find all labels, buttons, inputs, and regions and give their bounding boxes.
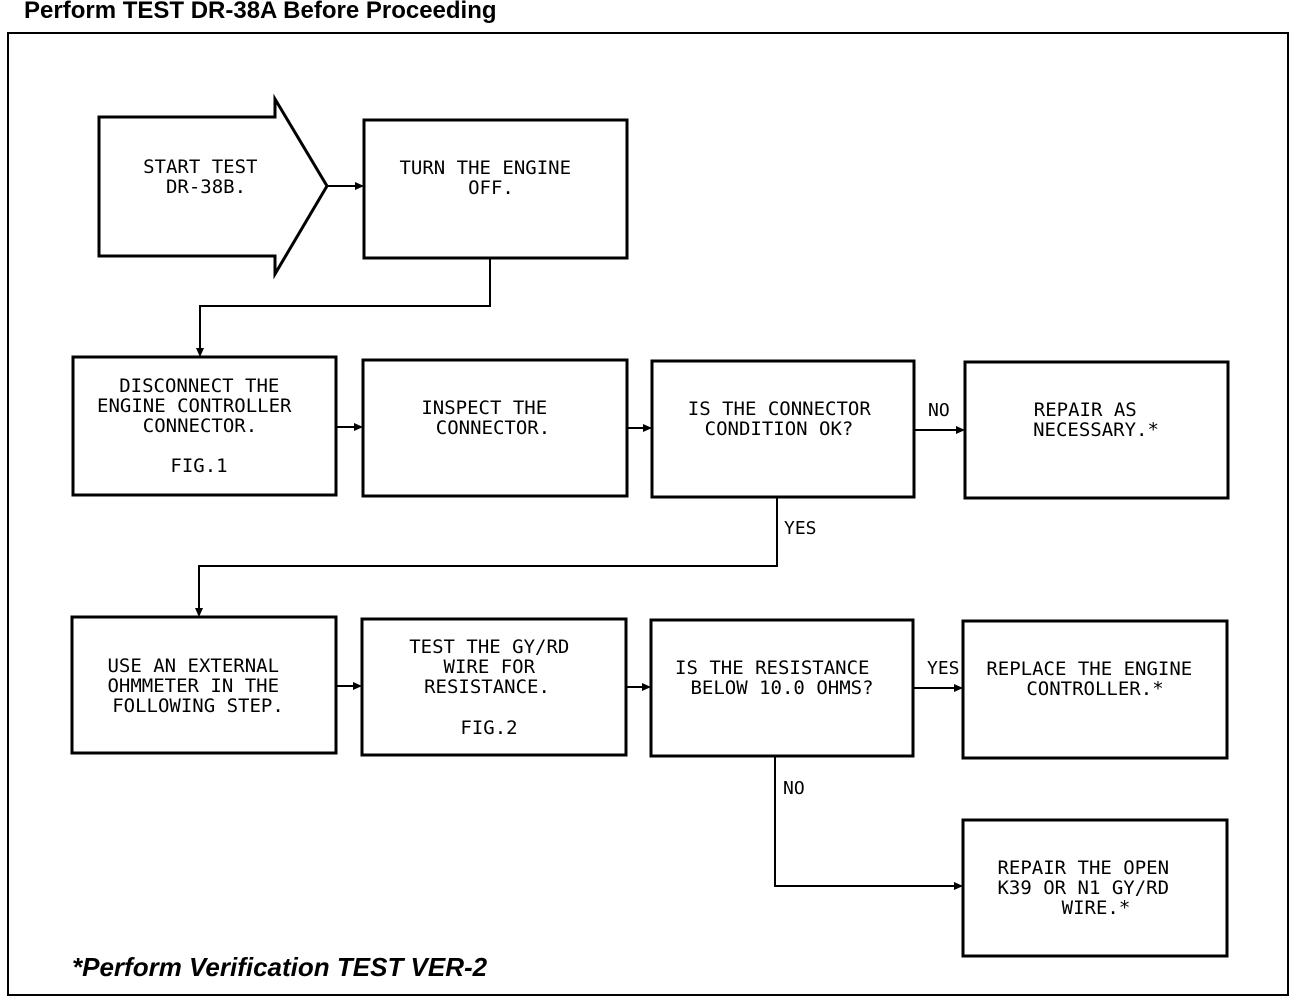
test-wire-label: TEST THE GY/RD WIRE FOR RESISTANCE. [409,636,581,698]
test-wire-line-1: TEST THE GY/RD [409,636,569,658]
repair-open-line-1: REPAIR THE OPEN [997,857,1169,879]
start-line-2: DR-38B. [166,176,246,198]
connector-ok-line-1: IS THE CONNECTOR [688,398,872,420]
connector-ok-box [650,359,916,499]
test-wire-line-3: RESISTANCE. [424,676,550,698]
inspect-box [361,358,629,498]
verification-footnote: *Perform Verification TEST VER-2 [72,952,488,982]
repair-necessary-line-1: REPAIR AS [1034,399,1137,421]
repair-necessary-box [963,360,1230,500]
inspect-line-2: CONNECTOR. [436,417,550,439]
arrowhead-disconnect [196,348,204,357]
test-wire-box [360,617,628,757]
replace-controller-box [961,619,1229,760]
ohmmeter-line-3: FOLLOWING STEP. [112,695,284,717]
arrowhead-engine-off [355,182,364,190]
arrowhead-connector-question [643,424,652,432]
resistance-question-line-1: IS THE RESISTANCE [675,657,869,679]
replace-controller-label: REPLACE THE ENGINE CONTROLLER.* [986,658,1203,700]
ohmmeter-label: USE AN EXTERNAL OHMMETER IN THE FOLLOWIN… [107,655,290,717]
engine-off-line-2: OFF. [468,177,514,199]
test-wire-fig-label: FIG.2 [460,717,517,739]
inspect-label: INSPECT THE CONNECTOR. [421,397,558,439]
resistance-question-box [649,618,915,758]
disconnect-line-1: DISCONNECT THE [119,375,279,397]
edge-label-resistance-no: NO [783,778,805,799]
disconnect-line-2: ENGINE CONTROLLER [97,395,292,417]
test-wire-line-2: WIRE FOR [444,656,536,678]
ohmmeter-box [70,615,338,755]
repair-necessary-label: REPAIR AS NECESSARY.* [1033,399,1159,441]
outer-frame [7,32,1289,996]
repair-open-box [961,818,1229,958]
connector-yes-to-ohmmeter [198,497,778,609]
start-arrow-shape [97,93,329,280]
edge-label-connector-yes: YES [784,518,817,539]
arrowhead-replace-controller [954,684,963,692]
connector-ok-line-2: CONDITION OK? [705,418,854,440]
connector-ok-label: IS THE CONNECTOR CONDITION OK? [688,398,882,440]
edge-label-connector-no: NO [928,400,950,421]
repair-open-line-2: K39 OR N1 GY/RD [997,877,1169,899]
connector-no-to-repair-open [774,756,955,887]
start-line-1: START TEST [143,156,257,178]
engine-off-box [362,118,629,260]
arrowhead-resistance-question [642,683,651,691]
arrowhead-ohmmeter [195,608,203,617]
arrowhead-test-wire [353,682,362,690]
engine-off-line-1: TURN THE ENGINE [399,157,571,179]
arrowhead-repair-necessary [956,426,965,434]
repair-open-label: REPAIR THE OPEN K39 OR N1 GY/RD WIRE.* [997,857,1180,919]
engine-off-label: TURN THE ENGINE OFF. [399,157,582,199]
start-label: START TEST DR-38B. [143,156,269,198]
replace-controller-line-2: CONTROLLER.* [1026,678,1163,700]
disconnect-fig-label: FIG.1 [170,455,227,477]
connector-engine-off-to-disconnect [199,258,491,349]
disconnect-label: DISCONNECT THE ENGINE CONTROLLER CONNECT… [97,375,303,437]
ohmmeter-line-1: USE AN EXTERNAL [107,655,279,677]
replace-controller-line-1: REPLACE THE ENGINE [986,658,1192,680]
edge-label-resistance-yes: YES [927,658,960,679]
disconnect-line-3: CONNECTOR. [143,415,257,437]
repair-necessary-line-2: NECESSARY.* [1033,419,1159,441]
repair-open-line-3: WIRE.* [1062,897,1131,919]
arrowhead-inspect [354,423,363,431]
resistance-question-label: IS THE RESISTANCE BELOW 10.0 OHMS? [675,657,881,699]
arrowhead-repair-open [954,882,963,890]
inspect-line-1: INSPECT THE [421,397,547,419]
ohmmeter-line-2: OHMMETER IN THE [107,675,279,697]
resistance-question-line-2: BELOW 10.0 OHMS? [690,677,873,699]
page-title: Perform TEST DR-38A Before Proceeding [24,0,497,24]
